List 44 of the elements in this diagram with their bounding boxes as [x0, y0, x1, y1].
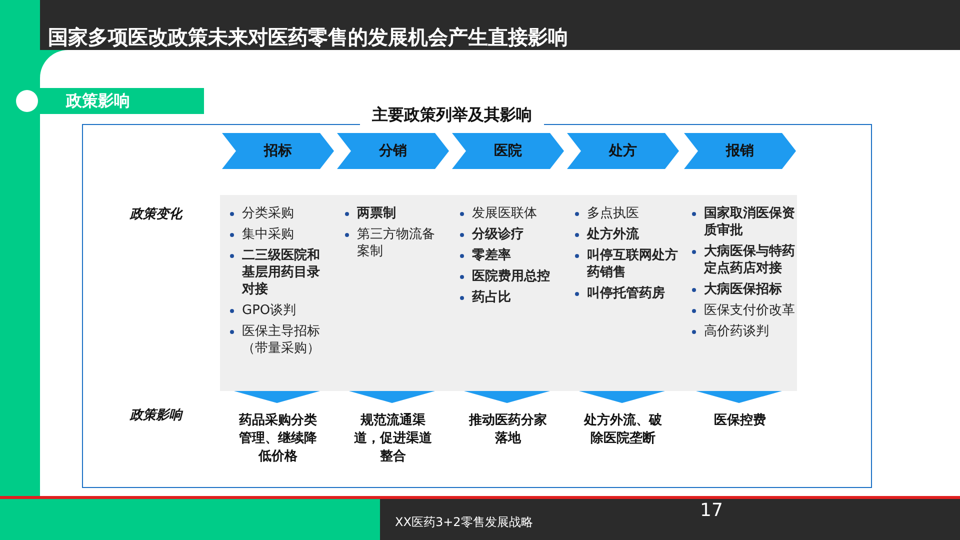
bullet-item: 大病医保与特药定点药店对接	[704, 243, 796, 277]
bullet-item: 集中采购	[242, 226, 295, 243]
footer-text: XX医药3+2零售发展战略	[395, 514, 533, 531]
chevron-step	[337, 133, 449, 169]
bullet-item: 分类采购	[242, 205, 295, 222]
bullet-item: 二三级医院和基层用药目录对接	[242, 247, 321, 298]
impact-text: 处方外流、破除医院垄断	[582, 412, 663, 448]
section-tab	[38, 88, 204, 114]
page-number: 17	[700, 500, 723, 521]
step-label: 处方	[609, 142, 637, 160]
slide-title: 国家多项医改政策未来对医药零售的发展机会产生直接影响	[48, 24, 568, 51]
step-label: 招标	[264, 142, 292, 160]
chevron-step	[222, 133, 334, 169]
table-title: 主要政策列举及其影响	[360, 105, 544, 126]
tab-label: 政策影响	[66, 90, 130, 112]
impact-text: 推动医药分家落地	[468, 412, 548, 448]
bullet-item: GPO谈判	[242, 302, 298, 319]
row-label: 政策变化	[130, 206, 182, 223]
bullet-item: 分级诊疗	[472, 226, 525, 243]
step-label: 分销	[379, 142, 407, 160]
bullet-item: 医院费用总控	[472, 268, 551, 285]
bullet-item: 药占比	[472, 289, 512, 306]
bullet-item: 叫停托管药房	[587, 285, 666, 302]
bullet-item: 高价药谈判	[704, 323, 770, 340]
bullet-item: 大病医保招标	[704, 281, 783, 298]
impact-text: 医保控费	[713, 412, 767, 430]
bullet-item: 医保支付价改革	[704, 302, 796, 319]
impact-text: 药品采购分类管理、继续降低价格	[238, 412, 318, 466]
row-label: 政策影响	[130, 407, 182, 424]
bullet-item: 零差率	[472, 247, 512, 264]
impact-text: 规范流通渠道，促进渠道整合	[353, 412, 433, 466]
chevron-step	[452, 133, 564, 169]
bullet-item: 国家取消医保资质审批	[704, 205, 796, 239]
bullet-item: 第三方物流备案制	[357, 226, 436, 260]
step-label: 报销	[726, 142, 754, 160]
bullet-item: 发展医联体	[472, 205, 538, 222]
bullet-item: 两票制	[357, 205, 397, 222]
bullet-item: 叫停互联网处方药销售	[587, 247, 679, 281]
chevron-step	[567, 133, 679, 169]
chevron-step	[684, 133, 796, 169]
bullet-item: 医保主导招标（带量采购）	[242, 323, 321, 357]
bullet-item: 多点执医	[587, 205, 640, 222]
bullet-item: 处方外流	[587, 226, 640, 243]
step-label: 医院	[494, 142, 522, 160]
